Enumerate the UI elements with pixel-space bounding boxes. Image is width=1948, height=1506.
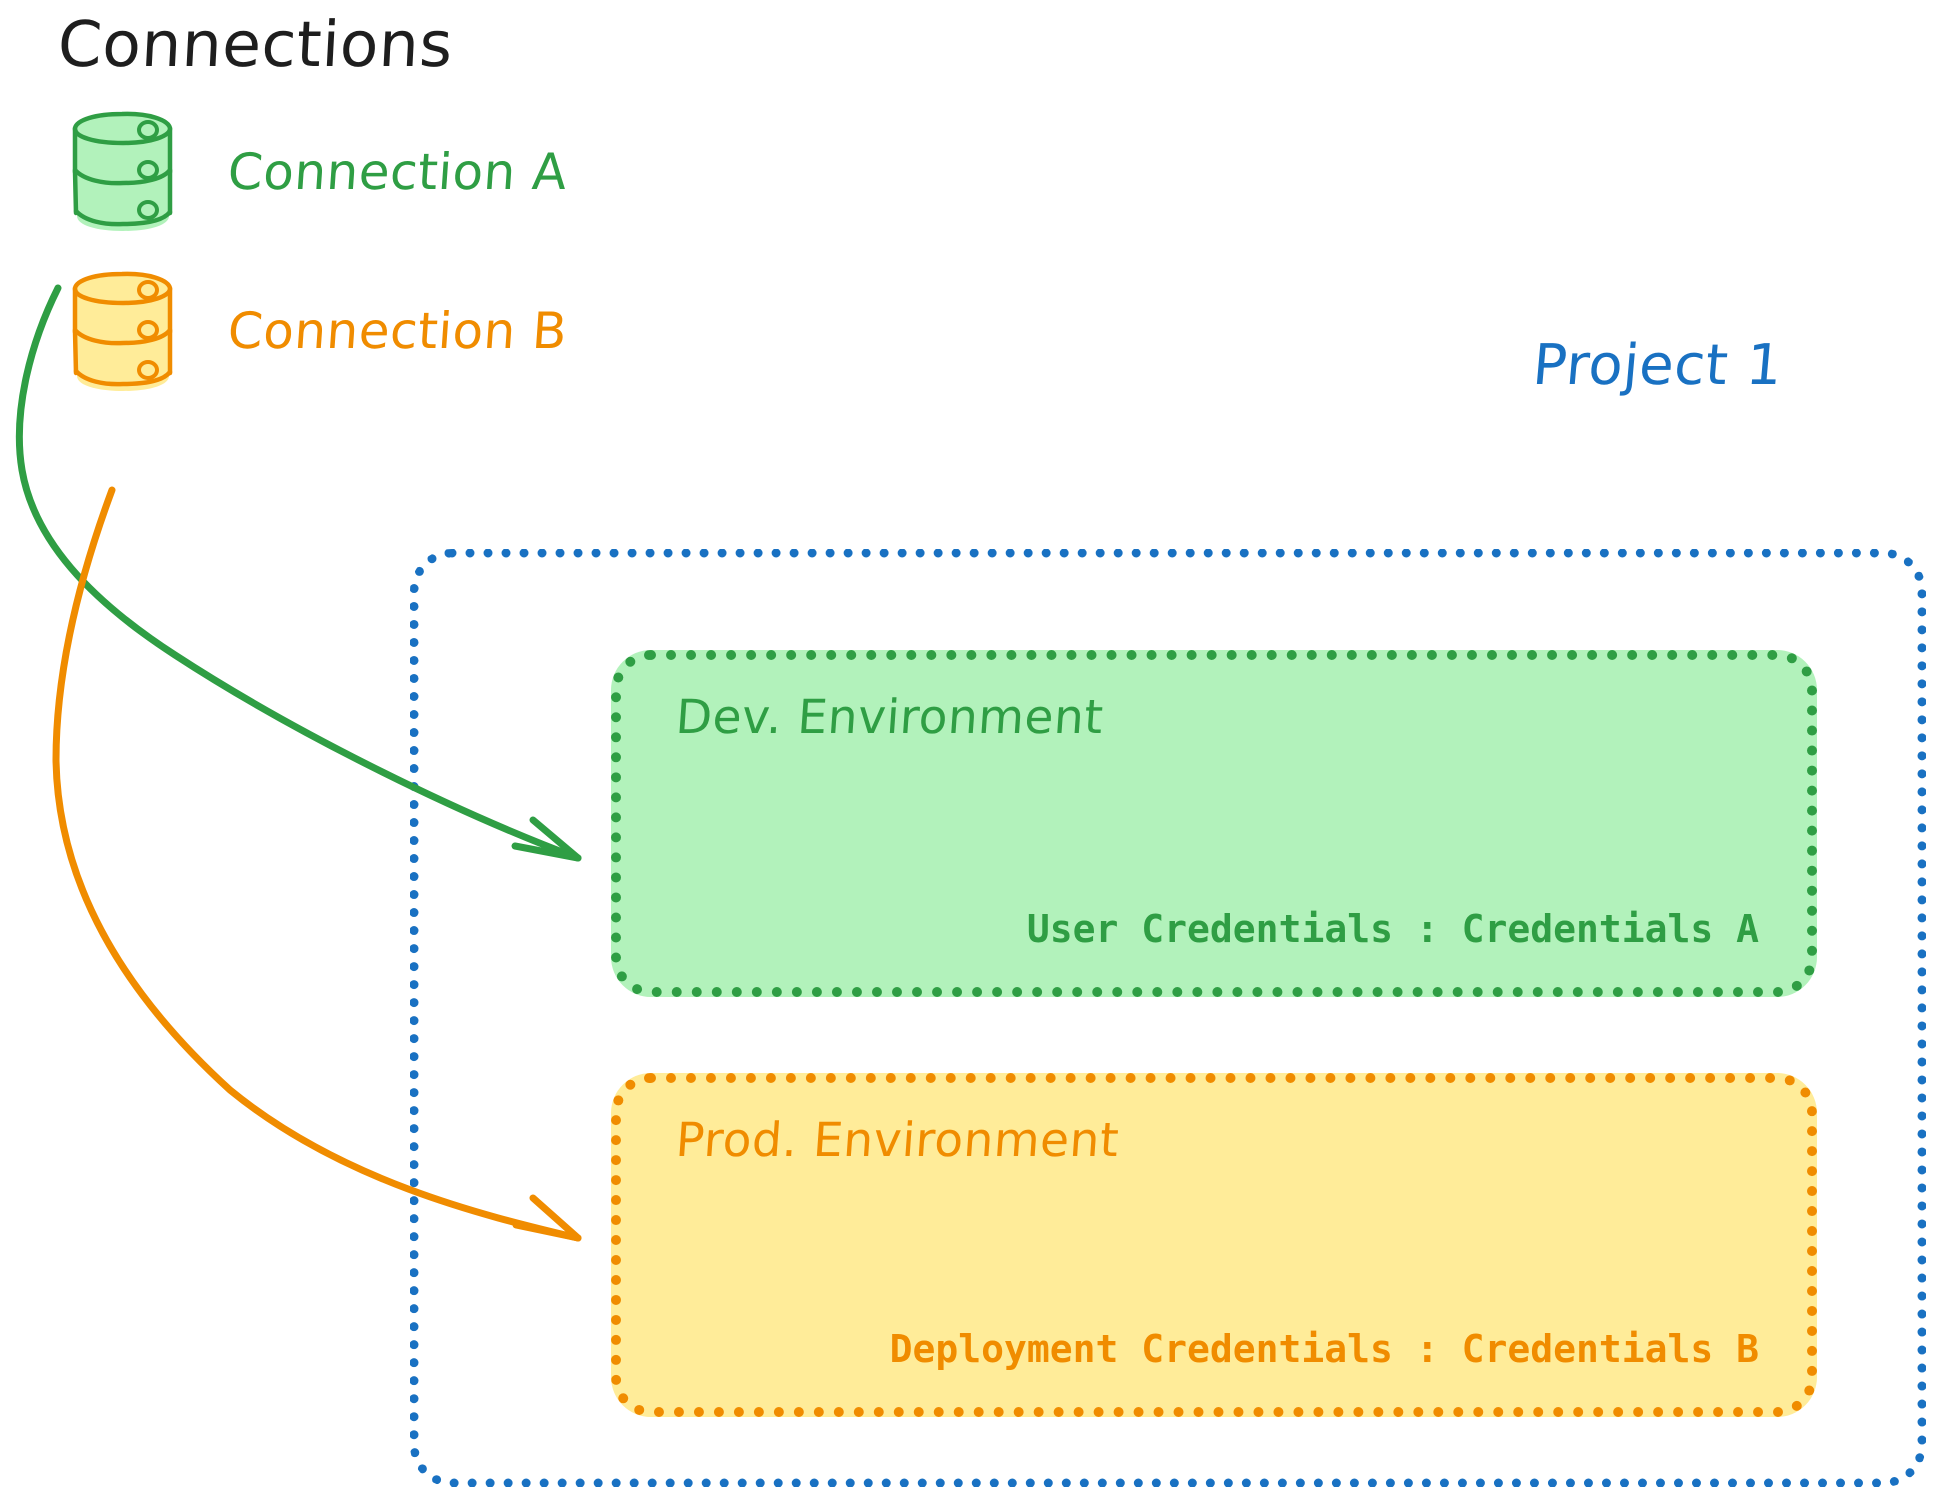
- dev-environment-credentials: User Credentials : Credentials A: [1026, 907, 1759, 951]
- database-cylinder-icon: [68, 268, 178, 402]
- prod-environment-title: Prod. Environment: [674, 1113, 1121, 1168]
- dev-environment-box[interactable]: Dev. Environment User Credentials : Cred…: [611, 650, 1817, 997]
- project-label: Project 1: [1530, 333, 1786, 398]
- database-cylinder-icon: [68, 108, 178, 242]
- connection-a-label: Connection A: [225, 143, 570, 201]
- prod-environment-credentials: Deployment Credentials : Credentials B: [889, 1327, 1759, 1371]
- dev-environment-title: Dev. Environment: [674, 690, 1106, 745]
- prod-environment-box[interactable]: Prod. Environment Deployment Credentials…: [611, 1073, 1817, 1417]
- page-title: Connections: [56, 8, 455, 81]
- connection-b-label: Connection B: [225, 302, 570, 360]
